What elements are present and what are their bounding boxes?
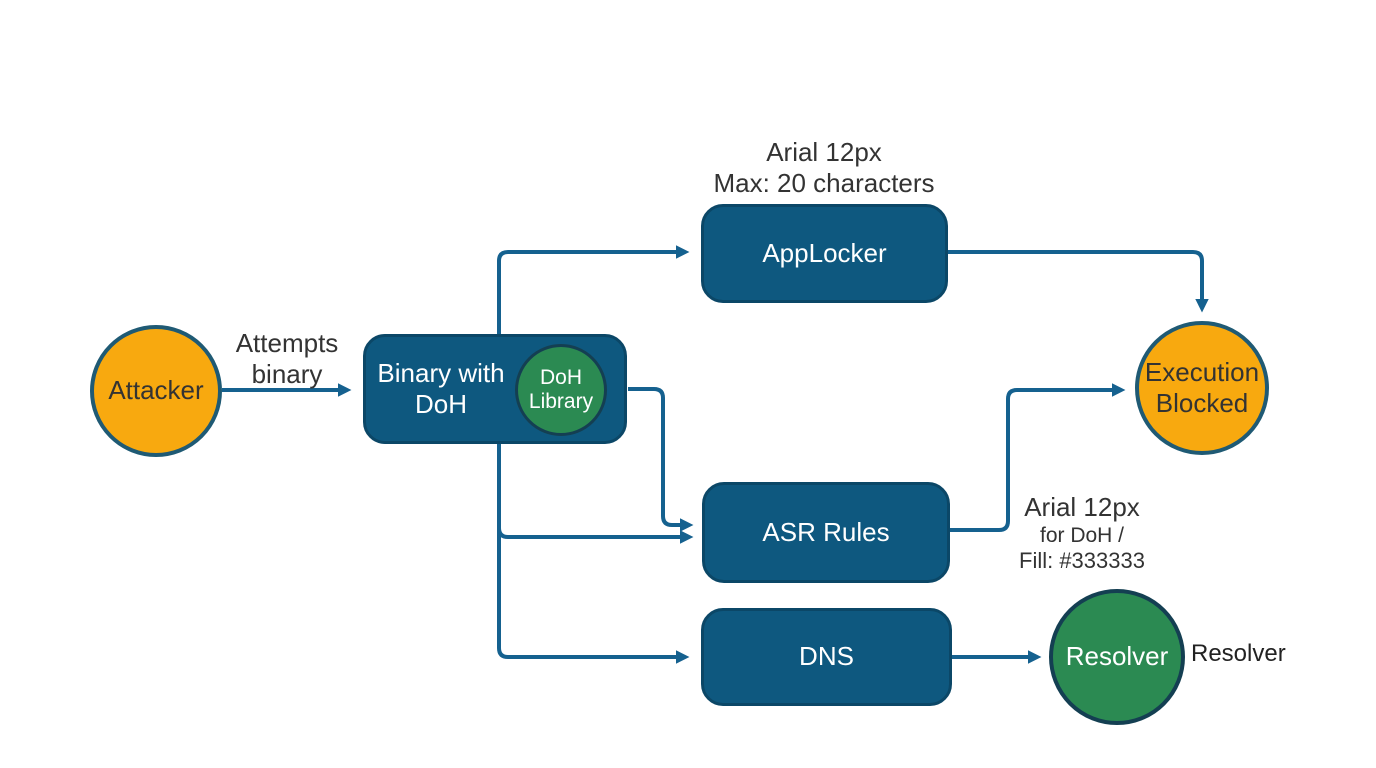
edge-binary-to-asr <box>497 444 694 544</box>
resolver-note: Resolver <box>1191 640 1311 669</box>
attacker-node: Attacker <box>90 325 222 457</box>
execution-blocked-line1: Execution <box>1144 356 1260 387</box>
edge-asr-to-execution <box>950 383 1126 532</box>
attacker-label: Attacker <box>108 375 204 406</box>
doh-library-line2: Library <box>528 390 594 413</box>
applocker-node: AppLocker <box>701 204 948 303</box>
binary-label-line2: DoH <box>414 389 467 419</box>
attempts-line1: Attempts <box>235 328 339 358</box>
asr-rules-node: ASR Rules <box>702 482 950 583</box>
execution-blocked-node: Execution Blocked <box>1135 321 1269 455</box>
edge-binary-to-dns <box>497 444 690 664</box>
doh-library-line1: DoH <box>539 365 582 389</box>
applocker-label: AppLocker <box>762 237 887 268</box>
dns-node: DNS <box>701 608 952 706</box>
binary-with-doh-label: Binary with DoH <box>366 334 516 444</box>
asr-note-line2: for DoH / <box>1039 524 1125 548</box>
dns-label: DNS <box>799 641 854 672</box>
applocker-note: Arial 12px Max: 20 characters <box>654 137 994 199</box>
asr-note: Arial 12px for DoH / Fill: #333333 <box>951 492 1213 575</box>
attempts-line2: binary <box>251 359 323 390</box>
execution-blocked-line2: Blocked <box>1155 388 1249 418</box>
asr-note-line1: Arial 12px <box>1024 492 1140 522</box>
binary-label-line1: Binary with <box>377 357 505 388</box>
resolver-node: Resolver <box>1049 589 1185 725</box>
doh-library-node: DoH Library <box>515 344 607 436</box>
applocker-note-line1: Arial 12px <box>766 137 882 167</box>
attempts-binary-edge-label: Attempts binary <box>187 328 387 390</box>
edge-doh-to-asr <box>628 387 694 532</box>
edge-applocker-to-execution <box>948 250 1209 313</box>
resolver-note-text: Resolver <box>1191 640 1286 667</box>
resolver-label: Resolver <box>1065 641 1169 672</box>
asr-rules-label: ASR Rules <box>762 516 890 547</box>
asr-note-line3: Fill: #333333 <box>1019 548 1145 574</box>
applocker-note-line2: Max: 20 characters <box>713 168 935 199</box>
edge-binary-to-applocker <box>497 245 690 334</box>
